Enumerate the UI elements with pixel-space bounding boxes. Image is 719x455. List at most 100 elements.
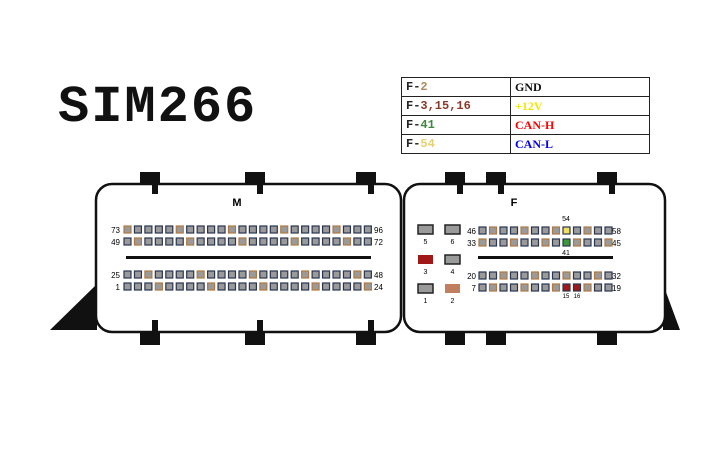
pin <box>196 282 205 291</box>
pin <box>165 225 174 234</box>
pin <box>154 225 163 234</box>
pin <box>175 237 184 246</box>
pin-54 <box>562 226 571 235</box>
pin <box>530 271 540 280</box>
pin <box>217 282 226 291</box>
pin <box>144 282 153 291</box>
pin-label-54: 54 <box>562 216 570 223</box>
power-pin-1 <box>417 283 434 294</box>
pin <box>227 270 237 279</box>
pin <box>311 270 320 279</box>
pin <box>520 238 529 247</box>
latch-tab <box>486 331 506 345</box>
legend-prefix: F- <box>406 80 421 94</box>
separator-m <box>126 256 371 259</box>
pin <box>593 238 603 247</box>
latch-tab <box>245 331 265 345</box>
latch-tab <box>356 172 376 186</box>
pin <box>604 238 613 247</box>
pin <box>207 225 216 234</box>
pin <box>363 225 372 234</box>
pin-41 <box>562 238 571 247</box>
key-notch <box>257 320 263 332</box>
pin <box>530 283 540 292</box>
row-end-label: 58 <box>612 227 621 236</box>
pin <box>311 225 320 234</box>
pin <box>133 237 143 246</box>
latch-tab <box>597 331 617 345</box>
latch-tab <box>356 331 376 345</box>
pin-label-15: 15 <box>563 294 570 300</box>
legend-pins: 3,15,16 <box>420 99 471 113</box>
pin <box>488 271 498 280</box>
pin <box>186 270 195 279</box>
pin <box>217 237 226 246</box>
pin <box>583 238 592 247</box>
row-start-label: 49 <box>111 238 120 247</box>
pin <box>311 282 320 291</box>
pin <box>541 283 550 292</box>
pin <box>301 237 310 246</box>
pin <box>583 271 592 280</box>
separator-f <box>478 256 613 259</box>
pin <box>321 270 331 279</box>
power-pin-label: 5 <box>424 239 428 246</box>
pin <box>363 270 372 279</box>
pin <box>269 225 278 234</box>
pin <box>217 225 226 234</box>
power-pin-4 <box>444 254 461 265</box>
legend-pins: 2 <box>420 80 428 94</box>
pin <box>541 271 550 280</box>
pin <box>238 225 247 234</box>
pin <box>342 225 352 234</box>
latch-tab <box>140 172 160 186</box>
pin <box>321 237 331 246</box>
power-pin-label: 3 <box>424 269 428 276</box>
pin <box>175 282 184 291</box>
pin <box>488 238 498 247</box>
pin <box>363 282 372 291</box>
pin <box>301 282 310 291</box>
pin <box>290 237 299 246</box>
pin <box>196 270 205 279</box>
pin <box>488 283 498 292</box>
legend-pins: 54 <box>420 137 435 151</box>
pin <box>572 226 582 235</box>
latch-tab <box>445 331 465 345</box>
row-start-label: 33 <box>467 239 476 248</box>
pin <box>363 237 372 246</box>
pin <box>604 271 613 280</box>
pin <box>321 282 331 291</box>
pin <box>165 282 174 291</box>
pin <box>133 225 143 234</box>
pin <box>207 270 216 279</box>
pin <box>551 271 561 280</box>
pin <box>593 271 603 280</box>
pin-15 <box>562 283 571 292</box>
pin <box>133 270 143 279</box>
connector-m-label: M <box>232 197 241 209</box>
pin <box>301 225 310 234</box>
pin <box>207 282 216 291</box>
pin <box>353 270 362 279</box>
row-start-label: 73 <box>111 226 120 235</box>
row-end-label: 45 <box>612 239 621 248</box>
pin <box>332 237 341 246</box>
pin <box>123 237 132 246</box>
legend-prefix: F- <box>406 137 421 151</box>
power-pin-label: 6 <box>451 239 455 246</box>
pin <box>509 271 519 280</box>
pin <box>227 237 237 246</box>
latch-tab <box>597 172 617 186</box>
pin <box>593 283 603 292</box>
pin <box>301 270 310 279</box>
row-end-label: 96 <box>374 226 383 235</box>
pin <box>217 270 226 279</box>
pin <box>154 282 163 291</box>
mount-foot-right <box>663 284 680 330</box>
pin <box>353 225 362 234</box>
